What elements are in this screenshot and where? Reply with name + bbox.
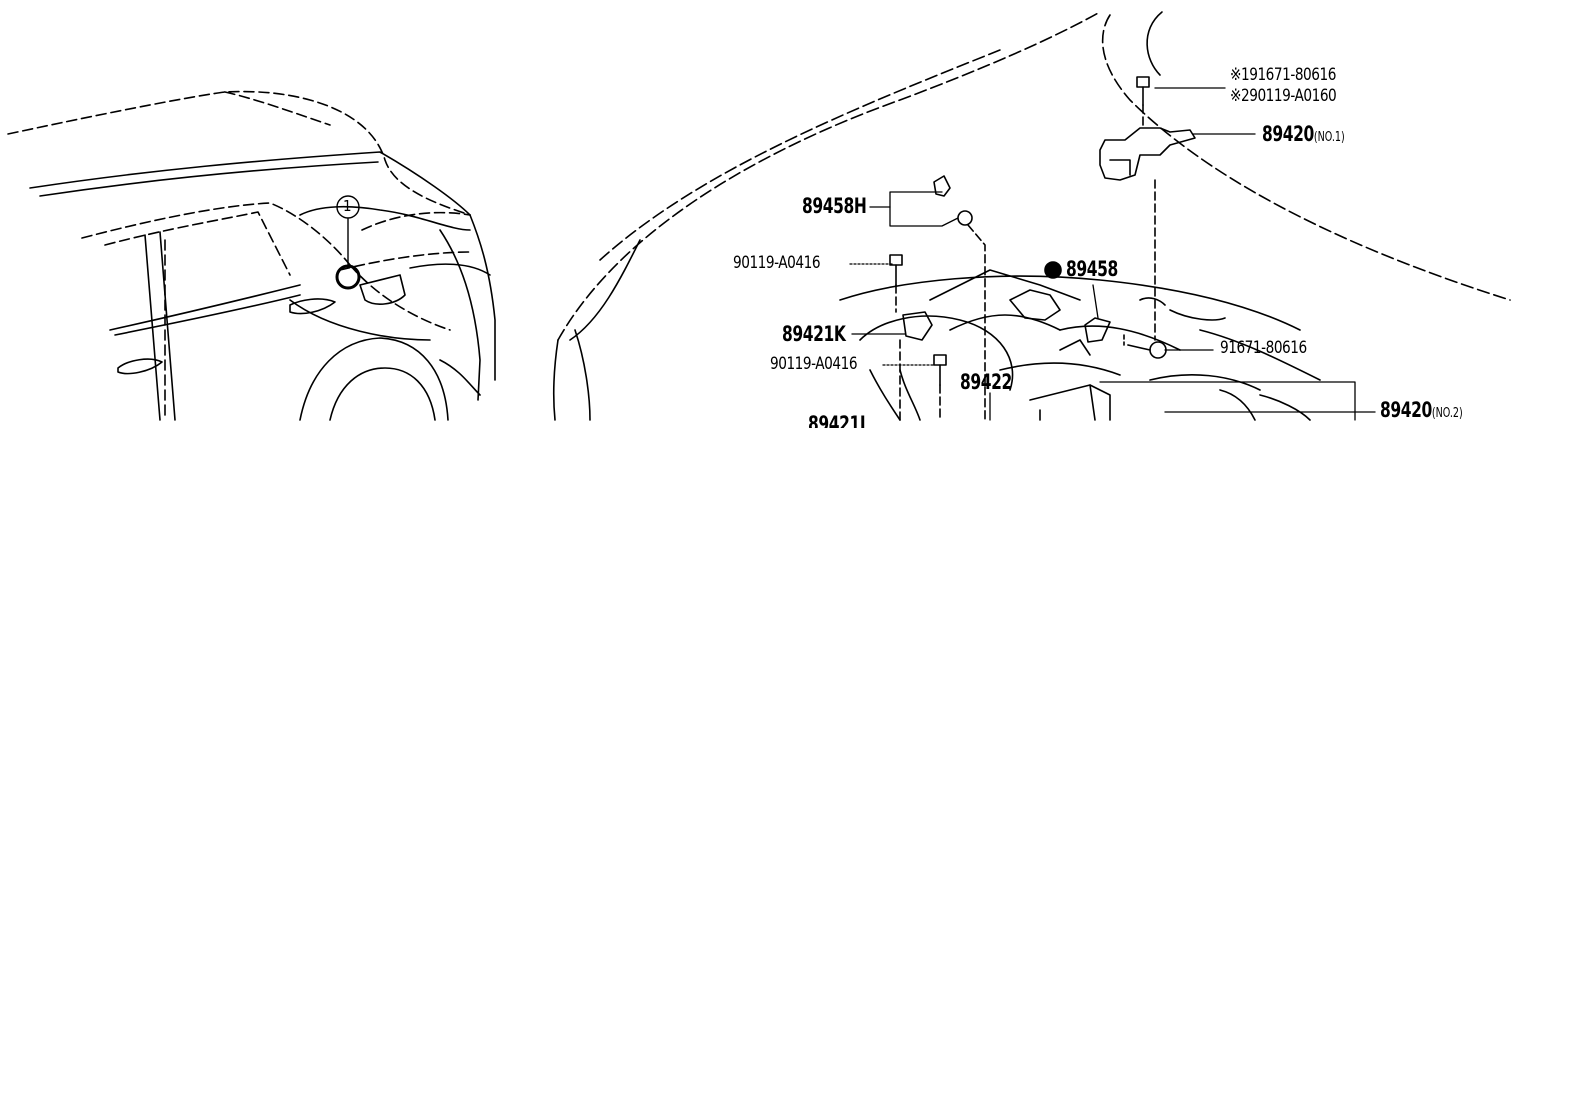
engine-compartment-illustration bbox=[552, 11, 1511, 421]
blank-area bbox=[0, 428, 1592, 1099]
part-label-90119-A0160-note2[interactable]: ※290119-A0160 bbox=[1230, 86, 1337, 105]
part-label-90119-A0416-upper[interactable]: 90119-A0416 bbox=[733, 253, 821, 272]
part-label-89421K[interactable]: 89421K bbox=[782, 322, 846, 346]
part-label-89420-no2[interactable]: 89420(NO.2) bbox=[1380, 398, 1463, 422]
part-label-91671-80616[interactable]: 91671-80616 bbox=[1220, 338, 1307, 357]
part-label-90119-A0416-lower[interactable]: 90119-A0416 bbox=[770, 354, 858, 373]
note1-marker: ※1 bbox=[1230, 65, 1250, 84]
note2-marker: ※2 bbox=[1230, 86, 1250, 105]
callout-number-label: 1 bbox=[343, 197, 352, 215]
part-label-89458[interactable]: 89458 bbox=[1066, 257, 1118, 281]
callout-circle bbox=[336, 195, 360, 219]
part-label-89420-no1[interactable]: 89420(NO.1) bbox=[1262, 122, 1345, 146]
part-label-89422[interactable]: 89422 bbox=[960, 370, 1012, 394]
vehicle-rear-illustration bbox=[7, 90, 496, 421]
part-label-89421L-clipped[interactable]: 89421L bbox=[808, 414, 870, 428]
part-label-89458H[interactable]: 89458H bbox=[802, 194, 867, 218]
part-label-91671-80616-note1[interactable]: ※191671-80616 bbox=[1230, 65, 1336, 84]
